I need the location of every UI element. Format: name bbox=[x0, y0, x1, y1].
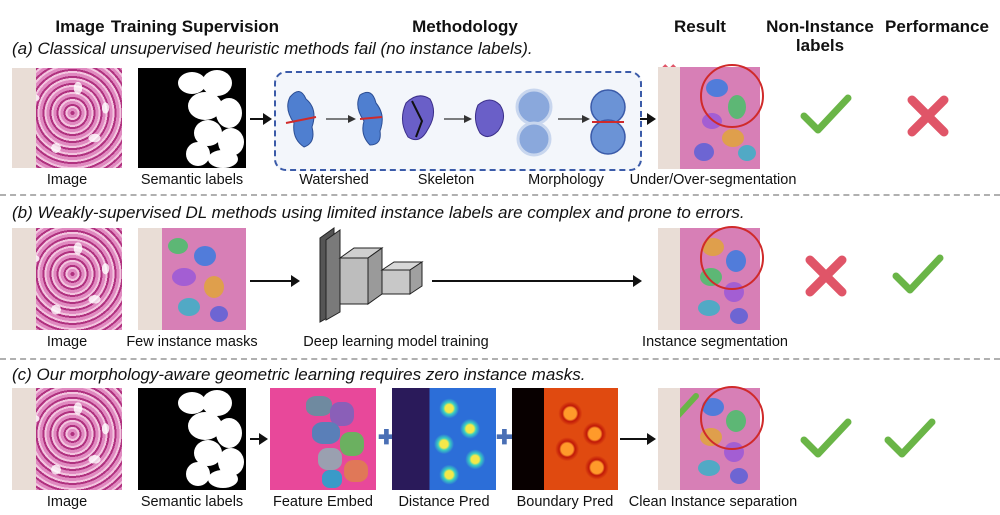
row-b-arrow-1 bbox=[250, 275, 300, 287]
row-c-non-instance-check-icon bbox=[800, 418, 852, 458]
row-a-performance-cross-icon bbox=[907, 95, 949, 137]
row-a-arrow-2 bbox=[640, 113, 656, 125]
row-a-caption-result: Under/Over-segmentation bbox=[629, 172, 797, 188]
row-c-feature-embed-image bbox=[270, 388, 376, 490]
header-methodology: Methodology bbox=[412, 17, 518, 36]
header-result: Result bbox=[674, 17, 726, 36]
row-b-performance-check-icon bbox=[892, 254, 944, 294]
row-b-caption-result: Instance segmentation bbox=[642, 334, 788, 350]
row-c-semantic-mask bbox=[138, 388, 246, 490]
row-a-title: (a) Classical unsupervised heuristic met… bbox=[12, 39, 533, 58]
separator-1 bbox=[0, 194, 1000, 196]
row-a-result-ring bbox=[700, 64, 764, 128]
header-non-instance-labels: Non-Instance labels bbox=[766, 17, 874, 55]
row-a-caption-image: Image bbox=[46, 172, 88, 188]
row-a-methodology-box bbox=[274, 71, 642, 171]
row-b-result-ring bbox=[700, 226, 764, 290]
row-b-instance-masks bbox=[138, 228, 246, 330]
row-b-caption-method: Deep learning model training bbox=[303, 334, 489, 350]
header-image: Image bbox=[55, 17, 105, 36]
row-a-caption-skeleton: Skeleton bbox=[417, 172, 475, 188]
row-c-plus-icon-1: ✚ bbox=[378, 427, 395, 449]
row-c-caption-boundary: Boundary Pred bbox=[516, 494, 614, 510]
watershed-cut bbox=[285, 116, 317, 124]
row-c-arrow-2 bbox=[620, 433, 656, 445]
row-b-arrow-2 bbox=[432, 275, 642, 287]
header-training-supervision: Training Supervision bbox=[110, 17, 280, 36]
row-a-non-instance-check-icon bbox=[800, 94, 852, 134]
row-a-caption-supervision: Semantic labels bbox=[140, 172, 244, 188]
morphology-cell-3 bbox=[590, 89, 626, 125]
row-c-result-ring bbox=[700, 386, 764, 450]
row-a-input-image bbox=[12, 68, 122, 168]
row-a-semantic-mask bbox=[138, 68, 246, 168]
row-c-boundary-pred-image bbox=[512, 388, 618, 490]
skeleton-blob-1 bbox=[402, 95, 434, 141]
row-c-caption-result: Clean Instance separation bbox=[628, 494, 798, 510]
row-c-arrow-1 bbox=[250, 433, 268, 445]
row-c-title: (c) Our morphology-aware geometric learn… bbox=[12, 365, 586, 384]
skeleton-blob-2 bbox=[474, 99, 504, 137]
row-a-arrow-1 bbox=[250, 113, 272, 125]
row-b-title: (b) Weakly-supervised DL methods using l… bbox=[12, 203, 745, 222]
morphology-cell-4 bbox=[590, 119, 626, 155]
row-b-dl-model-icon bbox=[319, 227, 424, 323]
row-b-non-instance-cross-icon bbox=[805, 255, 847, 297]
separator-2 bbox=[0, 358, 1000, 360]
row-c-caption-supervision: Semantic labels bbox=[140, 494, 244, 510]
row-a-caption-watershed: Watershed bbox=[299, 172, 369, 188]
row-c-plus-icon-2: ✚ bbox=[496, 427, 513, 449]
row-a-caption-morphology: Morphology bbox=[528, 172, 604, 188]
morphology-cell-2 bbox=[516, 121, 552, 157]
row-c-caption-feature: Feature Embed bbox=[273, 494, 373, 510]
row-c-distance-pred-image bbox=[392, 388, 496, 490]
row-b-caption-image: Image bbox=[46, 334, 88, 350]
row-c-input-image bbox=[12, 388, 122, 490]
row-c-performance-check-icon bbox=[884, 418, 936, 458]
row-c-caption-distance: Distance Pred bbox=[398, 494, 490, 510]
morphology-cell-1 bbox=[515, 88, 553, 126]
row-c-caption-image: Image bbox=[46, 494, 88, 510]
row-b-input-image bbox=[12, 228, 122, 330]
header-performance: Performance bbox=[885, 17, 989, 36]
row-b-caption-supervision: Few instance masks bbox=[126, 334, 258, 350]
